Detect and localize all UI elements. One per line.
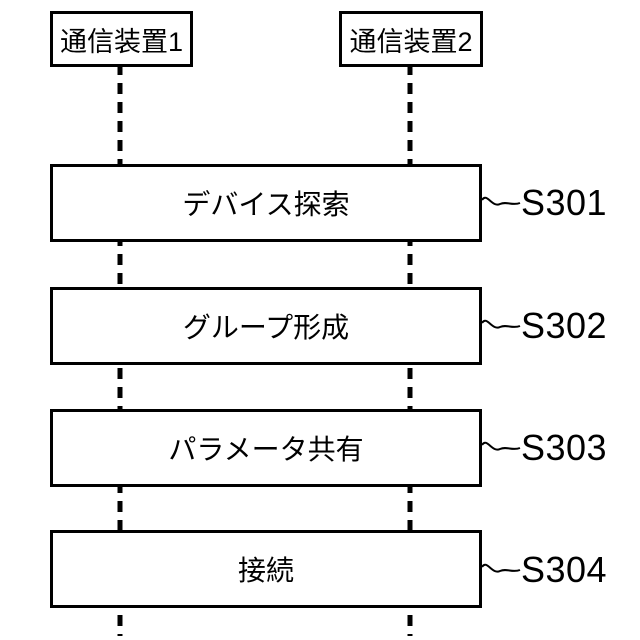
ref-connector-s301: [481, 196, 521, 206]
step-ref-text: S303: [521, 427, 608, 468]
participant-label-device2: 通信装置2: [349, 26, 473, 57]
step-label: グループ形成: [182, 312, 350, 343]
step-ref-s304: S304: [521, 549, 631, 590]
participant-box-device2: 通信装置2: [339, 11, 483, 67]
step-label: デバイス探索: [182, 189, 350, 220]
step-box-parameter-sharing: パラメータ共有: [50, 409, 482, 487]
ref-connector-s302: [481, 319, 521, 329]
step-ref-text: S304: [521, 549, 608, 590]
ref-connector-s303: [481, 441, 521, 451]
participant-label-device1: 通信装置1: [59, 26, 184, 57]
step-label: パラメータ共有: [168, 434, 364, 465]
step-ref-text: S302: [521, 305, 608, 346]
step-ref-s302: S302: [521, 305, 631, 346]
step-box-device-discovery: デバイス探索: [50, 164, 482, 242]
step-ref-text: S301: [521, 182, 608, 223]
step-label: 接続: [237, 555, 294, 586]
step-ref-s303: S303: [521, 427, 631, 468]
participant-box-device1: 通信装置1: [50, 11, 193, 67]
ref-connector-s304: [481, 563, 521, 573]
step-ref-s301: S301: [521, 182, 631, 223]
step-box-connection: 接続: [50, 530, 482, 608]
step-box-group-formation: グループ形成: [50, 287, 482, 365]
